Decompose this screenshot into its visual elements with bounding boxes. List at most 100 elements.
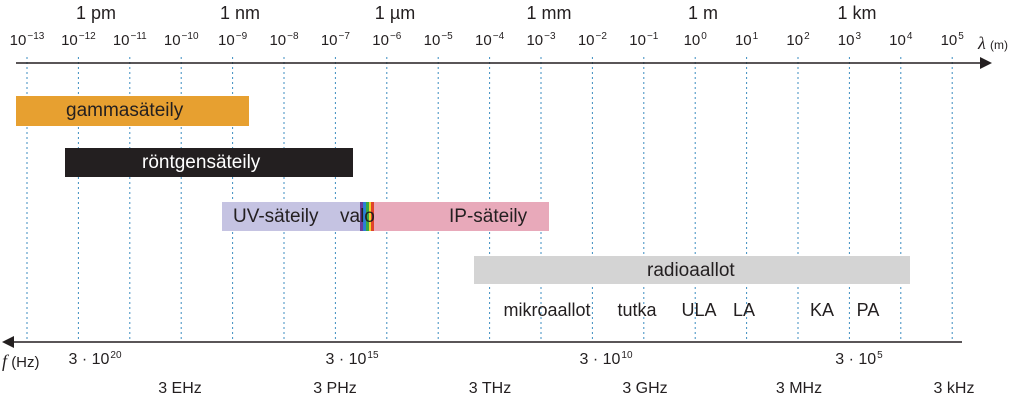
visible-band-green [366,202,369,231]
gamma-band [16,96,249,126]
subband-microwave: mikroaallot [503,300,591,320]
hz-label-phz: 3 PHz [313,380,357,397]
wavelength-tick-label: 103 [837,31,862,49]
unit-label-m: 1 m [687,3,719,23]
wavelength-tick-label: 10−2 [577,31,607,49]
freq-exp: 20 [110,350,122,361]
frequency-axis-label: f (Hz) [2,352,40,370]
subband-la: LA [732,300,756,320]
wavelength-tick-label: 10−6 [372,31,402,49]
tick-exponent: −2 [595,31,607,42]
visible-band-violet [360,202,363,231]
hz-label-khz: 3 kHz [933,380,975,397]
visible-band-yellow [369,202,371,231]
hz-label-thz: 3 THz [468,380,512,397]
f-symbol: f [2,351,8,371]
tick-base: 10 [734,32,752,49]
tick-base: 10 [526,32,544,49]
unit-label-km: 1 km [837,3,877,23]
tick-exponent: −5 [441,31,453,42]
tick-base: 10 [218,32,235,49]
tick-base: 10 [940,32,958,49]
tick-base: 10 [61,32,78,49]
wavelength-tick-label: 10−5 [423,31,453,49]
tick-exponent: −11 [130,31,147,42]
unit-label-nm: 1 nm [219,3,261,23]
freq-tick-1e5: 3 · 105 [835,350,883,368]
ir-label: IP-säteily [449,206,528,227]
tick-exponent: 4 [906,31,913,42]
wavelength-tick-label: 105 [940,31,964,49]
wavelength-tick-label: 10−7 [320,32,350,49]
wavelength-tick-label: 10−11 [112,31,147,49]
unit-label-pm: 1 pm [75,3,117,23]
tick-base: 10 [683,32,701,49]
gamma-label: gammasäteily [66,100,184,121]
subband-ula: ULA [681,300,717,320]
tick-base: 10 [577,32,595,49]
subband-pa: PA [856,300,880,320]
uv-band [222,202,362,231]
unit-label-mm: 1 mm [526,3,572,23]
tick-base: 10 [320,32,338,49]
hz-label-ghz: 3 GHz [622,380,668,397]
freq-tick-1e15: 3 · 1015 [325,351,378,368]
tick-exponent: −4 [492,31,505,42]
tick-exponent: −9 [235,31,248,42]
freq-tick-1e10: 3 · 1010 [579,350,633,368]
visible-label: valo [340,206,375,227]
xray-label: röntgensäteily [142,152,261,173]
wavelength-tick-label: 10−12 [61,31,96,49]
subband-ka: KA [809,300,835,320]
freq-mantissa: 3 · 10 [835,351,877,368]
tick-exponent: 0 [701,31,707,42]
lambda-symbol: λ [978,33,986,53]
tick-exponent: 5 [958,31,964,42]
freq-mantissa: 3 · 10 [68,351,110,368]
tick-base: 10 [423,32,441,49]
f-unit: (Hz) [11,354,40,371]
unit-label-um: 1 µm [374,3,416,23]
tick-exponent: −1 [646,31,659,42]
wavelength-tick-label: 101 [734,31,759,49]
tick-exponent: −6 [389,31,402,42]
wavelength-tick-label: 100 [683,31,707,49]
wavelength-tick-label: 10−8 [269,32,298,49]
tick-base: 10 [372,32,389,49]
visible-band-red [371,202,374,231]
tick-base: 10 [163,32,181,49]
lambda-unit: (m) [989,38,1008,52]
wavelength-tick-label: 10−3 [526,31,556,49]
xray-band [65,148,353,177]
tick-base: 10 [837,32,855,49]
wavelength-tick-label: 10−13 [9,31,45,49]
freq-mantissa: 3 · 10 [325,351,367,368]
radio-label: radioaallot [647,260,735,281]
tick-base: 10 [269,32,287,49]
tick-exponent: 1 [752,31,759,42]
wavelength-tick-label: 10−4 [475,31,505,49]
wavelength-tick-label: 10−10 [163,31,199,49]
hz-label-ehz: 3 EHz [158,380,202,397]
tick-base: 10 [889,32,906,49]
wavelength-tick-label: 10−9 [218,31,248,49]
freq-exp: 5 [877,350,883,361]
tick-exponent: −12 [78,31,96,42]
tick-base: 10 [786,32,804,49]
freq-tick-1e20: 3 · 1020 [68,350,122,368]
wavelength-axis-arrow [980,57,992,69]
frequency-axis-arrow [2,336,14,348]
tick-base: 10 [112,32,130,49]
tick-exponent: −13 [27,31,45,42]
tick-exponent: −10 [181,31,199,42]
freq-exp: 10 [621,350,633,361]
tick-exponent: −3 [544,31,556,42]
wavelength-tick-label: 104 [889,31,913,49]
visible-band-blue [363,202,366,231]
tick-base: 10 [9,32,27,49]
wavelength-axis-label: λ (m) [978,34,1008,52]
subband-radar: tutka [617,300,657,320]
uv-label: UV-säteily [233,206,319,227]
tick-exponent: 3 [855,31,862,42]
